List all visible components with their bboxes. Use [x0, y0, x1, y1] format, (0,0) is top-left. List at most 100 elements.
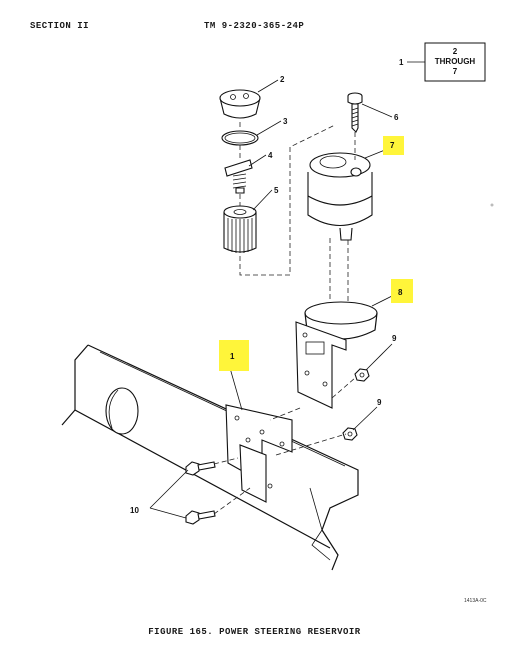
nut-hole: [347, 431, 353, 437]
reservoir-seam: [307, 195, 373, 206]
clamp-hole: [304, 370, 310, 376]
leader-line: [149, 507, 187, 519]
callout-4: 4: [268, 151, 273, 160]
assembly-line: [329, 238, 349, 302]
callout-10: 10: [130, 506, 139, 515]
range-box-ref: 1: [399, 58, 404, 67]
leader-lines: [149, 79, 397, 519]
valve-spring: [232, 173, 247, 189]
range-box-line3: 7: [453, 67, 458, 76]
bolt-part-10-upper: [185, 461, 216, 476]
leader-line: [149, 469, 189, 509]
leader-line: [257, 79, 279, 93]
bolt-part-10-lower: [185, 510, 216, 525]
frame-rail-break-line: [309, 487, 331, 561]
bolt-head: [185, 510, 200, 525]
bracket-lower-tab: [239, 444, 267, 503]
clamp-hole: [302, 332, 308, 338]
frame-rail-web: [74, 344, 331, 549]
gasket-inner: [224, 132, 256, 144]
callout-1: 1: [230, 352, 235, 361]
reservoir-clamp-part-8: [295, 301, 378, 409]
leader-line: [352, 406, 378, 431]
reservoir-outlet: [339, 227, 353, 241]
drawing-id: 1413A-0C: [464, 598, 487, 604]
filter-element-part-5: [223, 205, 257, 253]
bolt-shank: [197, 461, 216, 471]
assembly-line: [275, 433, 347, 456]
nut-hole: [359, 372, 365, 378]
frame-rail-flange-line: [99, 351, 346, 467]
assembly-line: [239, 124, 336, 276]
callout-6: 6: [394, 113, 399, 122]
callout-7: 7: [390, 141, 395, 150]
leader-line: [229, 367, 243, 411]
reservoir-part-7: [307, 152, 373, 241]
figure-caption: FIGURE 165. POWER STEERING RESERVOIR: [148, 627, 361, 637]
valve-tip: [235, 187, 245, 194]
cap-top: [219, 89, 261, 107]
clamp-plate-slot: [305, 341, 325, 355]
assembly-lines: [213, 122, 356, 515]
assembly-line: [331, 377, 356, 399]
nut-part-9-lower: [342, 427, 358, 441]
bracket-hole: [279, 441, 285, 447]
assembly-line: [269, 407, 301, 421]
bracket-hole: [245, 437, 251, 443]
leader-line: [252, 189, 273, 211]
scan-mark: [490, 203, 494, 207]
range-box: 1 2 THROUGH 7: [399, 42, 486, 82]
callout-5: 5: [274, 186, 279, 195]
tm-number: TM 9-2320-365-24P: [204, 21, 305, 31]
screw-part-6: [347, 92, 363, 133]
reservoir-filler-opening: [319, 155, 347, 169]
range-box-line1: 2: [453, 47, 458, 56]
gasket-part-3: [221, 130, 259, 146]
callout-7-highlight: [383, 136, 404, 155]
bolt-head: [185, 461, 200, 476]
callout-numbers: 2 3 4 5 6 7 8 9 9 1 10: [130, 75, 403, 515]
cap-vent: [230, 94, 236, 100]
reservoir-cap-part-2: [219, 89, 261, 119]
range-box-line2: THROUGH: [435, 57, 476, 66]
leader-line: [248, 154, 267, 167]
filter-center: [233, 209, 247, 215]
clamp-mount-plate: [295, 321, 347, 409]
reservoir-body: [307, 172, 373, 226]
reservoir-port: [350, 167, 362, 177]
callout-9-upper: 9: [392, 334, 397, 343]
frame-rail-lower-flange: [61, 409, 76, 426]
frame-rail-hole: [105, 387, 139, 435]
nut-part-9-upper: [354, 368, 370, 382]
callout-2: 2: [280, 75, 285, 84]
frame-rail: [61, 344, 359, 571]
screw-shank: [351, 103, 359, 133]
bracket-hole: [267, 483, 273, 489]
bracket-hole: [259, 429, 265, 435]
leader-line: [365, 343, 393, 371]
range-box-frame: [424, 42, 486, 82]
relief-valve-part-4: [224, 159, 253, 194]
nut-body: [354, 368, 370, 382]
bracket-part-1: [225, 404, 293, 503]
leader-line: [256, 120, 282, 136]
frame-rail-hole-shade: [108, 389, 119, 429]
bolt-shank: [197, 510, 216, 520]
valve-bracket: [224, 159, 253, 177]
nut-body: [342, 427, 358, 441]
leader-line: [361, 103, 393, 118]
callout-9-lower: 9: [377, 398, 382, 407]
assembly-line: [213, 457, 239, 465]
callout-3: 3: [283, 117, 288, 126]
filter-pleats: [227, 218, 253, 253]
callout-1-highlight: [219, 340, 249, 371]
callout-8: 8: [398, 288, 403, 297]
callout-8-highlight: [391, 279, 413, 303]
filter-top: [223, 205, 257, 219]
screw-thread: [351, 107, 359, 127]
cap-vent: [243, 93, 249, 99]
section-label: SECTION II: [30, 21, 90, 31]
screw-head-side: [347, 96, 363, 105]
